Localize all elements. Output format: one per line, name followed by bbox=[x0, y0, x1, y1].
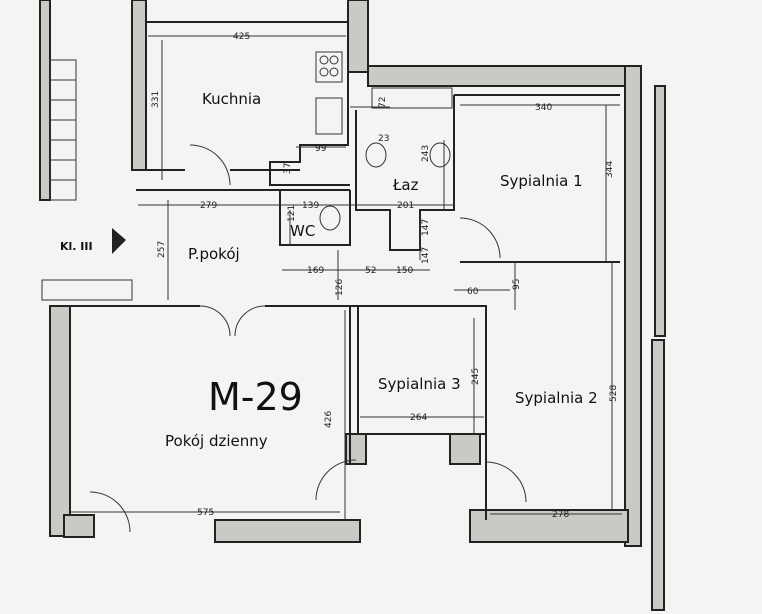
dim-52: 52 bbox=[365, 266, 376, 276]
room-label-hall: P.pokój bbox=[188, 245, 240, 263]
dim-bath-width: 201 bbox=[397, 201, 414, 211]
dim-bedroom3-width: 264 bbox=[410, 413, 427, 423]
dim-bath-door2: 147 bbox=[421, 247, 431, 264]
dimension-lines bbox=[70, 35, 622, 520]
room-label-bedroom1: Sypialnia 1 bbox=[500, 172, 583, 190]
dim-wc-width: 139 bbox=[302, 201, 319, 211]
dim-bedroom1-height: 344 bbox=[605, 161, 615, 178]
dim-150: 150 bbox=[396, 266, 413, 276]
dim-95: 95 bbox=[512, 279, 522, 290]
dim-living-height: 426 bbox=[324, 411, 334, 428]
dim-bath-door1: 147 bbox=[421, 219, 431, 236]
staircase bbox=[41, 59, 133, 301]
partitions bbox=[68, 21, 620, 533]
room-label-wc: WC bbox=[290, 222, 315, 240]
dim-kitchen-width: 425 bbox=[233, 32, 250, 42]
staircase-label: Kl. III bbox=[60, 240, 93, 253]
room-label-bedroom3: Sypialnia 3 bbox=[378, 375, 461, 393]
room-label-bathroom: Łaz bbox=[392, 176, 419, 194]
dim-bedroom3-height: 245 bbox=[471, 368, 481, 385]
room-label-bedroom2: Sypialnia 2 bbox=[515, 389, 598, 407]
dim-kitchen-counter: 99 bbox=[315, 144, 327, 154]
dim-hall-height: 257 bbox=[157, 241, 167, 258]
entry-arrow-icon bbox=[112, 228, 126, 254]
dim-bath-tub: 72 bbox=[378, 97, 388, 108]
dim-kitchen-gap: 37 bbox=[283, 163, 293, 174]
walls bbox=[39, 0, 666, 611]
dim-126: 126 bbox=[335, 279, 345, 296]
dim-wc-height: 121 bbox=[287, 205, 297, 222]
dim-169: 169 bbox=[307, 266, 324, 276]
dim-bath-height: 243 bbox=[421, 145, 431, 162]
dim-living-width: 575 bbox=[197, 508, 214, 518]
dim-60: 60 bbox=[467, 287, 479, 297]
dim-kitchen-height: 331 bbox=[151, 91, 161, 108]
dim-bath-23: 23 bbox=[378, 134, 389, 144]
unit-label: M-29 bbox=[208, 375, 303, 419]
dim-hall-width: 279 bbox=[200, 201, 217, 211]
dim-bedroom2-height: 528 bbox=[609, 385, 619, 402]
dim-bedroom2-width: 278 bbox=[552, 510, 569, 520]
room-label-living: Pokój dzienny bbox=[165, 432, 268, 450]
room-label-kitchen: Kuchnia bbox=[202, 90, 261, 108]
dim-bedroom1-width: 340 bbox=[535, 103, 552, 113]
